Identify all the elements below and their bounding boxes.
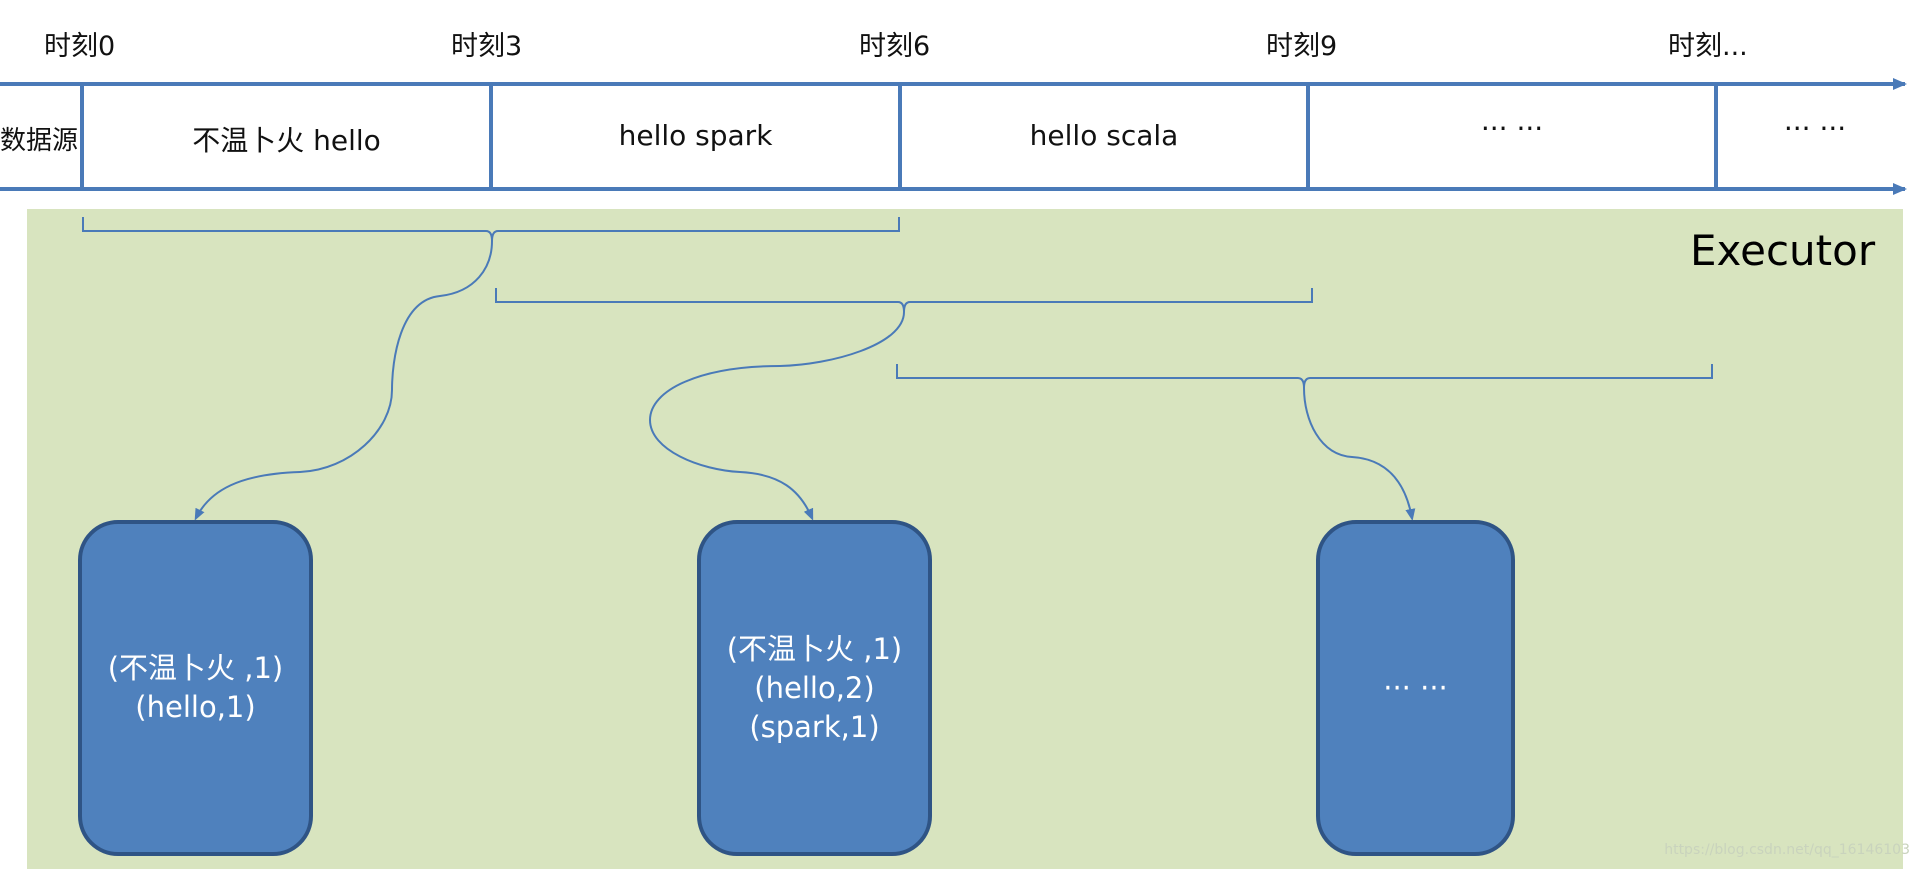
connector-window-2 bbox=[648, 311, 905, 521]
data-cell-2: hello scala bbox=[1029, 119, 1179, 152]
data-cell-1: hello spark bbox=[618, 119, 773, 152]
executor-panel bbox=[27, 209, 1903, 869]
task-line: (hello,1) bbox=[135, 690, 256, 724]
data-cell-4: ··· ··· bbox=[1783, 112, 1847, 145]
task-line: (不温卜火 ,1) bbox=[107, 651, 284, 685]
tick-label-more: 时刻... bbox=[1668, 31, 1748, 62]
tick-label-3: 时刻3 bbox=[451, 31, 523, 62]
task-box-3: ··· ··· bbox=[1316, 520, 1515, 856]
connector-window-3 bbox=[1303, 387, 1416, 521]
tick-label-6: 时刻6 bbox=[859, 31, 931, 62]
data-cell-3: ··· ··· bbox=[1480, 112, 1544, 145]
window-brace-2 bbox=[495, 288, 1313, 313]
window-brace-1 bbox=[82, 217, 900, 242]
window-brace-3 bbox=[896, 364, 1713, 389]
executor-label: Executor bbox=[1690, 226, 1876, 275]
tick-label-0: 时刻0 bbox=[44, 31, 116, 62]
tick-label-9: 时刻9 bbox=[1266, 31, 1338, 62]
source-label: 数据源 bbox=[0, 126, 79, 156]
task-line: (hello,2) bbox=[754, 670, 875, 705]
task-line: (spark,1) bbox=[749, 709, 880, 744]
task-box-2: (不温卜火 ,1) (hello,2) (spark,1) bbox=[697, 520, 932, 856]
task-line: (不温卜火 ,1) bbox=[726, 631, 903, 666]
data-cell-0: 不温卜火 hello bbox=[192, 124, 381, 157]
task-line: ··· ··· bbox=[1383, 670, 1448, 705]
watermark: https://blog.csdn.net/qq_16146103 bbox=[1664, 842, 1910, 858]
task-box-1: (不温卜火 ,1) (hello,1) bbox=[78, 520, 313, 856]
connector-window-1 bbox=[194, 240, 493, 521]
